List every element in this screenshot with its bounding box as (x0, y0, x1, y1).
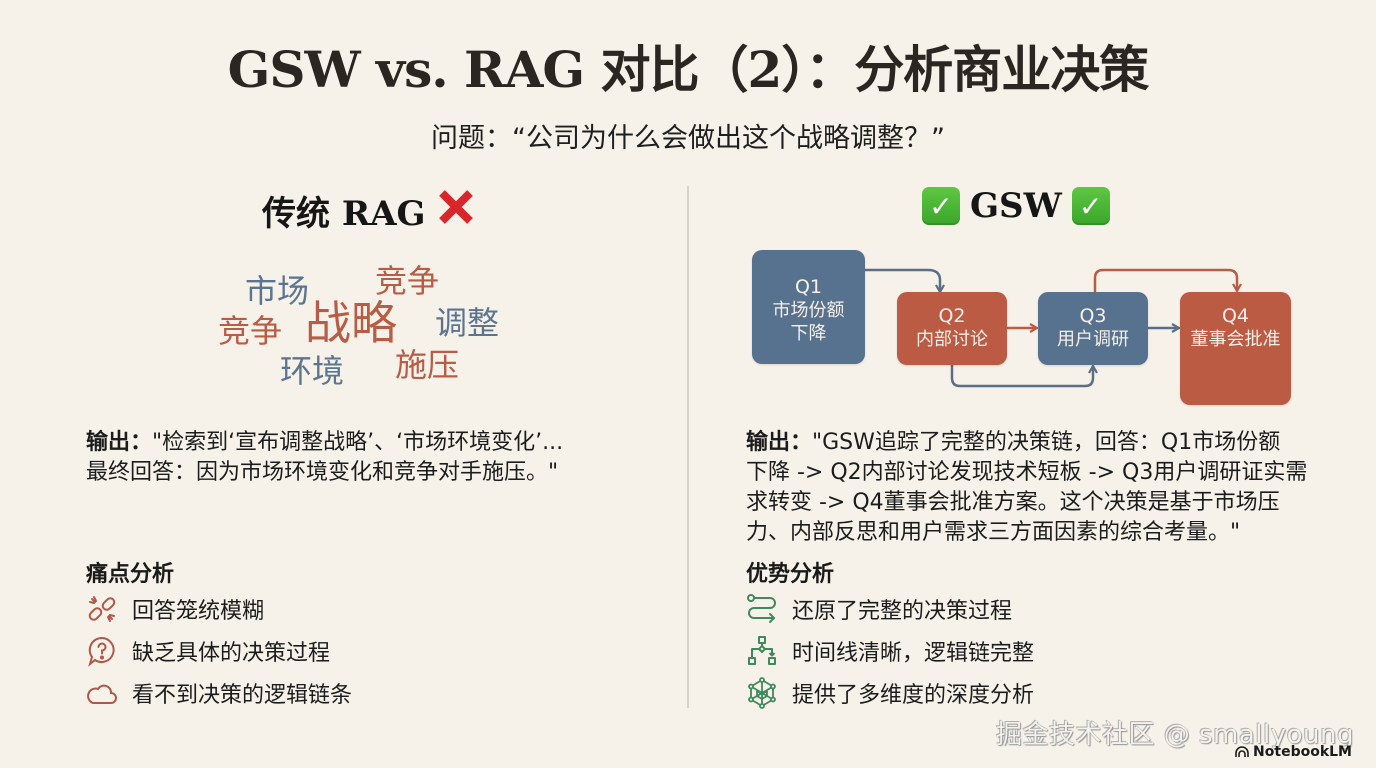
cross-mark-icon (436, 187, 476, 234)
cloud-icon (87, 684, 117, 704)
flow-node-q2: Q2 内部讨论 (897, 292, 1007, 365)
advantage-analysis-title: 优势分析 (746, 562, 835, 587)
watermark-text: 掘金技术社区 @ smallyoung (995, 720, 1354, 750)
advantage-item: 还原了完整的决策过程 (746, 592, 1034, 626)
word-cloud-term-main: 战略 (305, 296, 397, 350)
rag-output: 输出："检索到‘宣布调整战略’、‘市场环境变化’... 最终回答：因为市场环境变… (86, 428, 646, 488)
question-text: 问题：“公司为什么会做出这个战略调整？” (431, 123, 945, 154)
flowchart-icon (748, 636, 776, 665)
path-flow-icon (747, 594, 776, 623)
word-cloud-term: 环境 (280, 352, 345, 390)
word-cloud-term: 竞争 (375, 262, 440, 300)
question-bubble-icon (88, 636, 115, 667)
word-cloud-term: 竞争 (218, 312, 283, 350)
gsw-output: 输出："GSW追踪了完整的决策链，回答：Q1市场份额 下降 -> Q2内部讨论发… (746, 428, 1336, 548)
gsw-heading: ✓ GSW ✓ (922, 186, 1110, 226)
flow-node-label: 董事会批准 (1190, 329, 1281, 350)
gsw-output-label: 输出： (746, 430, 813, 455)
rag-output-line: 最终回答：因为市场环境变化和竞争对手施压。" (86, 460, 559, 485)
pain-analysis-list: 回答笼统模糊 缺乏具体的决策过程 看不到决策的逻辑链条 (86, 592, 352, 710)
notebooklm-logo-icon (1235, 746, 1249, 757)
rag-output-label: 输出： (86, 430, 153, 455)
advantage-item-text: 时间线清晰，逻辑链完整 (792, 641, 1035, 666)
word-cloud: 市场 竞争 竞争 战略 调整 环境 施压 (200, 255, 520, 395)
pain-item: 看不到决策的逻辑链条 (86, 676, 352, 710)
pain-item: 缺乏具体的决策过程 (86, 634, 352, 668)
gsw-output-line: 下降 -> Q2内部讨论发现技术短板 -> Q3用户调研证实需 (746, 460, 1308, 485)
flow-node-q1: Q1 市场份额 下降 (752, 250, 865, 364)
rag-heading-label: 传统 RAG (262, 194, 426, 234)
advantage-item: 提供了多维度的深度分析 (746, 676, 1034, 710)
flow-node-id: Q1 (794, 276, 823, 298)
broken-link-icon (88, 596, 116, 622)
word-cloud-term: 施压 (395, 346, 460, 384)
pain-item-text: 缺乏具体的决策过程 (132, 641, 331, 666)
word-cloud-term: 市场 (245, 272, 310, 310)
pain-analysis-title: 痛点分析 (86, 562, 175, 587)
flow-node-label: 内部讨论 (916, 329, 988, 350)
flow-node-q4: Q4 董事会批准 (1180, 292, 1291, 405)
rag-heading: 传统 RAG (262, 186, 476, 235)
advantage-item: 时间线清晰，逻辑链完整 (746, 634, 1034, 668)
pain-item-text: 回答笼统模糊 (132, 599, 265, 624)
rag-output-line: "检索到‘宣布调整战略’、‘市场环境变化’... (152, 430, 564, 455)
network-hex-icon (748, 677, 776, 709)
gsw-output-line: 力、内部反思和用户需求三方面因素的综合考量。" (746, 520, 1241, 545)
flow-node-id: Q3 (1079, 305, 1107, 327)
gsw-output-line: 求转变 -> Q4董事会批准方案。这个决策是基于市场压 (746, 490, 1280, 515)
column-divider (687, 186, 689, 708)
advantage-item-text: 提供了多维度的深度分析 (792, 683, 1035, 708)
flow-node-id: Q4 (1221, 305, 1250, 327)
page-title: GSW vs. RAG 对比（2）：分析商业决策 (227, 40, 1150, 99)
advantage-item-text: 还原了完整的决策过程 (792, 599, 1013, 624)
word-cloud-term: 调整 (435, 304, 500, 342)
flow-node-q3: Q3 用户调研 (1038, 292, 1148, 365)
flow-node-label: 下降 (790, 323, 827, 344)
flow-node-label: 市场份额 (772, 300, 845, 321)
brand-label: NotebookLM (1253, 744, 1352, 760)
pain-item-text: 看不到决策的逻辑链条 (132, 683, 353, 708)
flow-node-id: Q2 (938, 305, 966, 327)
gsw-heading-label: GSW (970, 186, 1062, 226)
advantage-analysis-list: 还原了完整的决策过程 时间线清晰，逻辑链完整 提供了多维度的深度分析 (746, 592, 1034, 710)
pain-item: 回答笼统模糊 (86, 592, 352, 626)
flow-node-label: 用户调研 (1057, 329, 1129, 350)
notebooklm-brand: NotebookLM (1235, 744, 1352, 760)
gsw-output-line: "GSW追踪了完整的决策链，回答：Q1市场份额 (812, 430, 1281, 455)
check-mark-icon: ✓ (1071, 187, 1110, 225)
check-mark-icon: ✓ (922, 187, 960, 225)
